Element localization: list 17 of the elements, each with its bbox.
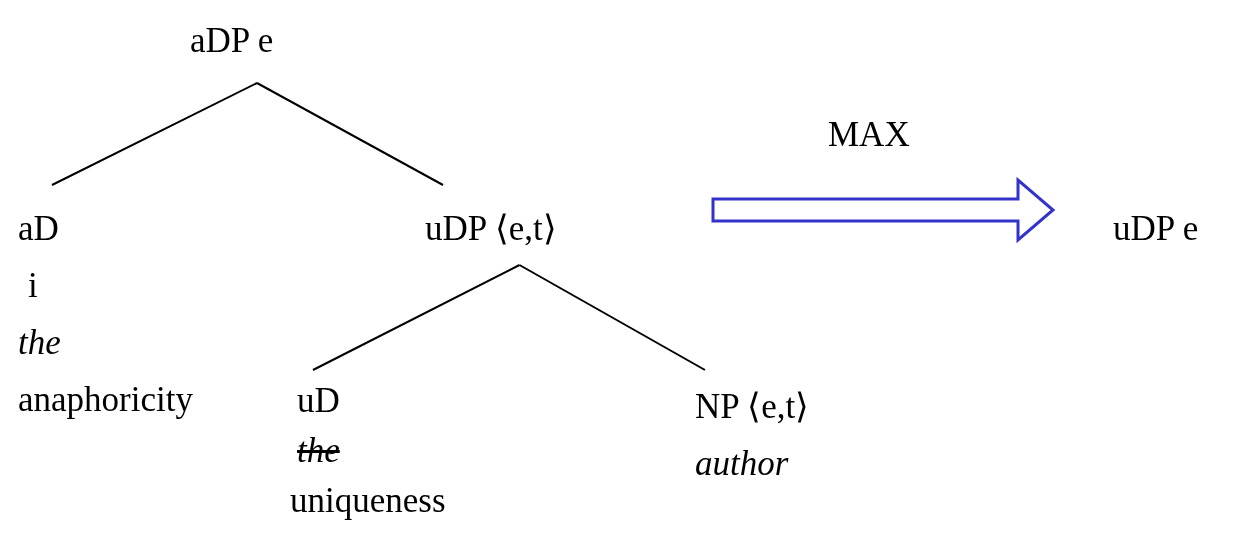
block-arrow <box>711 176 1056 244</box>
word-label: the <box>297 430 340 472</box>
tree-branch <box>51 82 258 186</box>
phrase-label: aDP e <box>190 20 274 62</box>
phrase-label: NP ⟨e,t⟩ <box>695 386 810 428</box>
tree-branch <box>256 82 444 186</box>
category-label: uD <box>297 380 340 422</box>
category-label: aD <box>18 208 59 250</box>
index-label: i <box>28 265 38 307</box>
phrase-label: uDP ⟨e,t⟩ <box>425 208 557 250</box>
feature-label: uniqueness <box>290 480 446 522</box>
word-label: author <box>695 443 789 485</box>
tree-branch <box>312 264 521 371</box>
word-label: the <box>18 322 61 364</box>
feature-label: anaphoricity <box>18 379 193 421</box>
tree-branch <box>518 264 706 371</box>
phrase-label: uDP e <box>1113 208 1199 250</box>
